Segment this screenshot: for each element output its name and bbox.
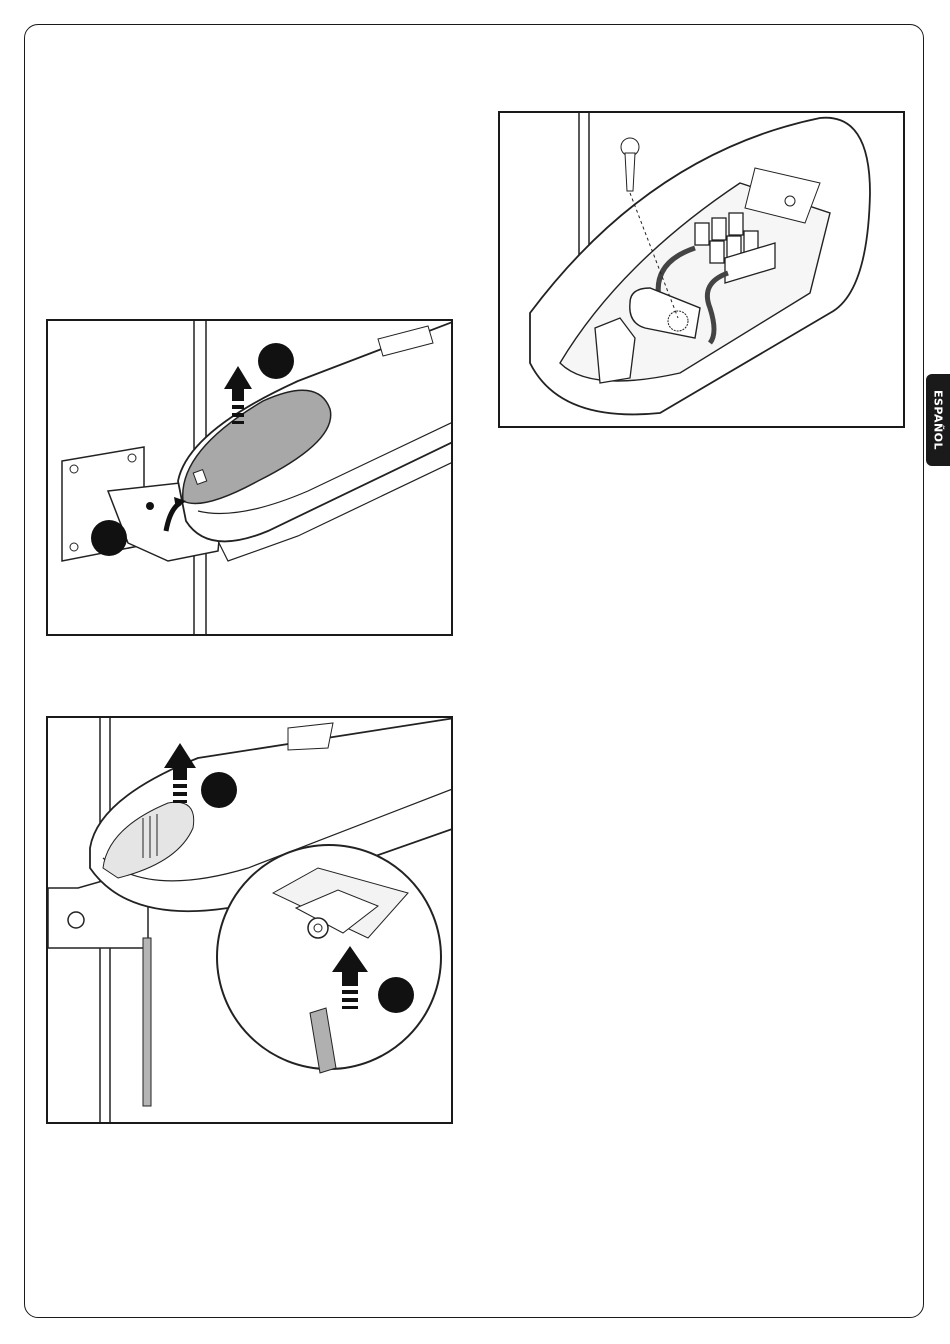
figure-cable-entry-drawing [48, 718, 453, 1124]
callout-marker [91, 520, 127, 556]
callout-marker [258, 343, 294, 379]
callout-marker [201, 772, 237, 808]
language-label: ESPAÑOL [932, 390, 945, 450]
callout-marker [378, 977, 414, 1013]
figure-terminal-block-drawing [500, 113, 905, 428]
figure-cover-removal [46, 319, 453, 636]
screw-icon [621, 138, 639, 191]
figure-terminal-block [498, 111, 905, 428]
figure-cover-removal-drawing [48, 321, 453, 636]
language-side-tab: ESPAÑOL [926, 374, 950, 466]
figure-cable-entry [46, 716, 453, 1124]
